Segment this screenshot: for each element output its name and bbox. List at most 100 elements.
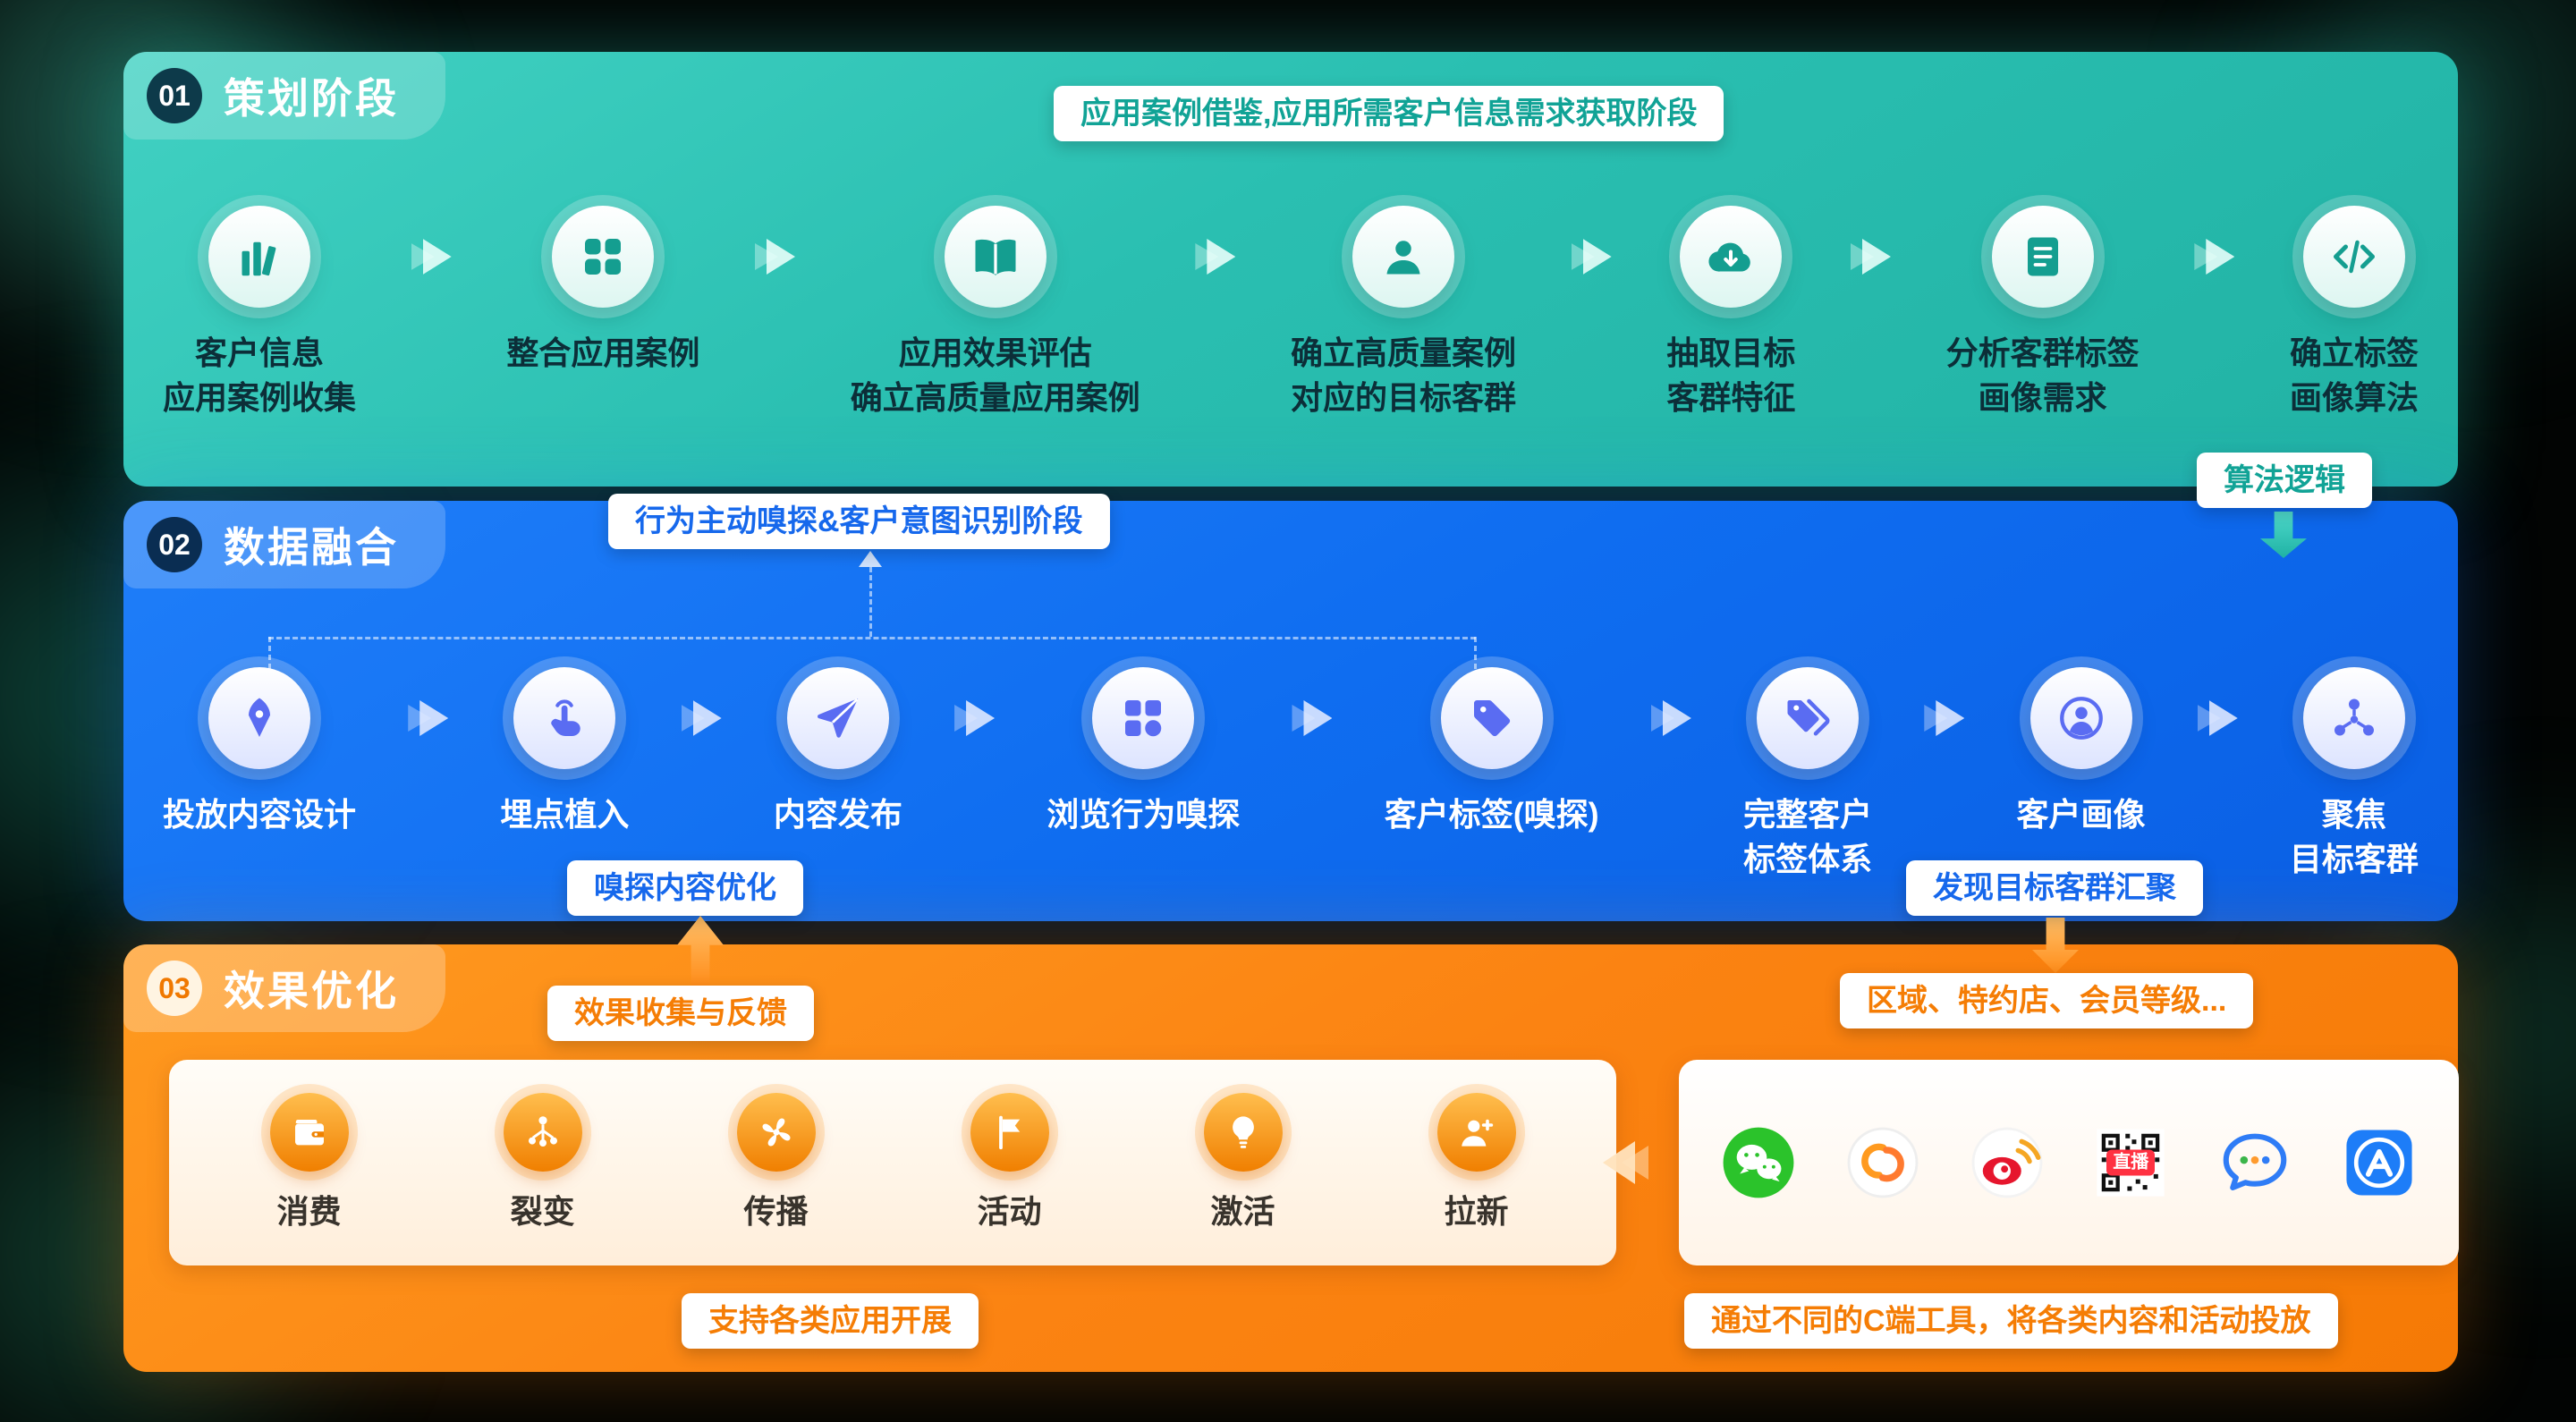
step-label-line: 埋点植入 (500, 796, 630, 833)
stage-number: 01 (147, 68, 202, 123)
step-label-line: 聚焦 (2321, 796, 2386, 833)
flag-icon (970, 1093, 1049, 1172)
app-item: 传播 (736, 1093, 816, 1232)
cloud-download-icon (1680, 206, 1783, 308)
app-label: 活动 (977, 1193, 1042, 1230)
stage-band-optimization: 03 效果优化 消费 裂变 传播 活动 激活 (123, 944, 2459, 1372)
step-label: 埋点植入 (500, 792, 629, 837)
algorithm-logic-tag: 算法逻辑 (2197, 453, 2372, 508)
step-label-line: 确立高质量案例 (1290, 334, 1516, 371)
app-label: 传播 (743, 1193, 809, 1230)
flow-step: 内容发布 (774, 667, 902, 837)
network-icon (2302, 667, 2405, 769)
data-fusion-callout: 行为主动嗅探&客户意图识别阶段 (608, 494, 1110, 549)
app-item: 激活 (1203, 1093, 1283, 1232)
app-item: 活动 (970, 1093, 1049, 1232)
user-add-icon (1436, 1093, 1516, 1172)
browse-grid-icon (1092, 667, 1195, 769)
stage-title: 数据融合 (224, 524, 399, 571)
app-item: 拉新 (1436, 1093, 1516, 1232)
books-icon (208, 206, 310, 308)
arrow-right-icon (1924, 667, 1965, 769)
qr-live-label: 直播 (2106, 1149, 2156, 1176)
app-grid-icon (552, 206, 655, 308)
user-icon (1352, 206, 1454, 308)
step-label: 分析客群标签 画像需求 (1946, 331, 2140, 421)
planning-callout: 应用案例借鉴,应用所需客户信息需求获取阶段 (1054, 86, 1724, 141)
step-label-line: 确立高质量应用案例 (850, 379, 1140, 417)
app-label: 拉新 (1444, 1193, 1509, 1230)
sniff-optimize-tag: 嗅探内容优化 (567, 860, 803, 916)
step-label: 客户标签(嗅探) (1385, 792, 1599, 837)
step-label: 确立标签 画像算法 (2290, 331, 2419, 421)
bulb-icon (1203, 1093, 1283, 1172)
stage-badge-01: 01 策划阶段 (123, 52, 445, 140)
step-label-line: 整合应用案例 (506, 334, 700, 371)
discover-audience-tag: 发现目标客群汇聚 (1906, 860, 2203, 916)
wechat-channels-icon (1844, 1124, 1921, 1201)
arrow-right-icon (408, 667, 449, 769)
fan-icon (736, 1093, 816, 1172)
step-label-line: 客户画像 (2016, 796, 2146, 833)
step-label-line: 客群特征 (1666, 379, 1796, 417)
step-label: 确立高质量案例 对应的目标客群 (1291, 331, 1516, 421)
stage-badge-03: 03 效果优化 (123, 944, 445, 1032)
arrow-right-icon (1850, 206, 1891, 308)
live-qr-icon: 直播 (2092, 1124, 2169, 1201)
arrow-right-icon (1650, 667, 1691, 769)
step-label-line: 确立标签 (2289, 334, 2419, 371)
flow-step: 完整客户 标签体系 (1743, 667, 1872, 883)
step-label-line: 浏览行为嗅探 (1046, 796, 1241, 833)
step-label-line: 对应的目标客群 (1290, 379, 1516, 417)
dashed-connector (268, 637, 1476, 639)
channels-tools-tag: 通过不同的C端工具，将各类内容和活动投放 (1684, 1293, 2338, 1349)
data-fusion-flow-row: 投放内容设计 埋点植入 内容发布 (123, 667, 2458, 883)
step-label-line: 应用效果评估 (898, 334, 1092, 371)
step-label: 抽取目标 客群特征 (1666, 331, 1795, 421)
dashed-connector (869, 567, 872, 637)
flow-step: 确立标签 画像算法 (2290, 206, 2419, 421)
stage-badge-02: 02 数据融合 (123, 501, 445, 588)
channels-panel: 直播 (1679, 1060, 2459, 1265)
step-label-line: 完整客户 (1743, 796, 1873, 833)
arrow-right-icon (1571, 206, 1612, 308)
app-label: 激活 (1210, 1193, 1275, 1230)
flow-step: 客户信息 应用案例收集 (163, 206, 356, 421)
stage-title: 效果优化 (224, 968, 399, 1014)
app-label: 消费 (276, 1193, 342, 1230)
region-tag: 区域、特约店、会员等级... (1840, 973, 2254, 1028)
fission-icon (503, 1093, 582, 1172)
tag-icon (1440, 667, 1543, 769)
flow-step: 抽取目标 客群特征 (1666, 206, 1795, 421)
app-item: 消费 (269, 1093, 349, 1232)
step-label-line: 分析客群标签 (1945, 334, 2140, 371)
step-label-line: 画像需求 (1978, 379, 2107, 417)
step-label-line: 应用案例收集 (163, 379, 357, 417)
app-label: 裂变 (510, 1193, 575, 1230)
step-label: 整合应用案例 (506, 331, 699, 376)
flow-step: 投放内容设计 (163, 667, 356, 837)
arrow-right-icon (1195, 206, 1236, 308)
arrow-right-icon (2197, 667, 2238, 769)
planning-flow-row: 客户信息 应用案例收集 整合应用案例 应用效果评估 确立高质量应用案例 (123, 206, 2458, 421)
step-label-line: 目标客群 (2289, 841, 2419, 878)
feedback-tag: 效果收集与反馈 (547, 986, 814, 1041)
step-label-line: 抽取目标 (1666, 334, 1796, 371)
flow-step: 客户画像 (2017, 667, 2146, 837)
step-label-line: 客户信息 (195, 334, 325, 371)
flow-step: 埋点植入 (500, 667, 629, 837)
arrow-right-icon (411, 206, 452, 308)
flow-step: 聚焦 目标客群 (2290, 667, 2419, 883)
flow-step: 应用效果评估 确立高质量应用案例 (851, 206, 1140, 421)
step-label: 浏览行为嗅探 (1046, 792, 1240, 837)
wallet-icon (269, 1093, 349, 1172)
paper-plane-icon (786, 667, 889, 769)
step-label: 投放内容设计 (163, 792, 356, 837)
dashed-connector (1474, 637, 1477, 669)
flow-step: 整合应用案例 (506, 206, 699, 376)
arrow-right-icon (954, 667, 996, 769)
arrow-right-icon (755, 206, 795, 308)
step-label: 完整客户 标签体系 (1743, 792, 1872, 883)
step-label: 内容发布 (774, 792, 902, 837)
step-label: 聚焦 目标客群 (2290, 792, 2419, 883)
